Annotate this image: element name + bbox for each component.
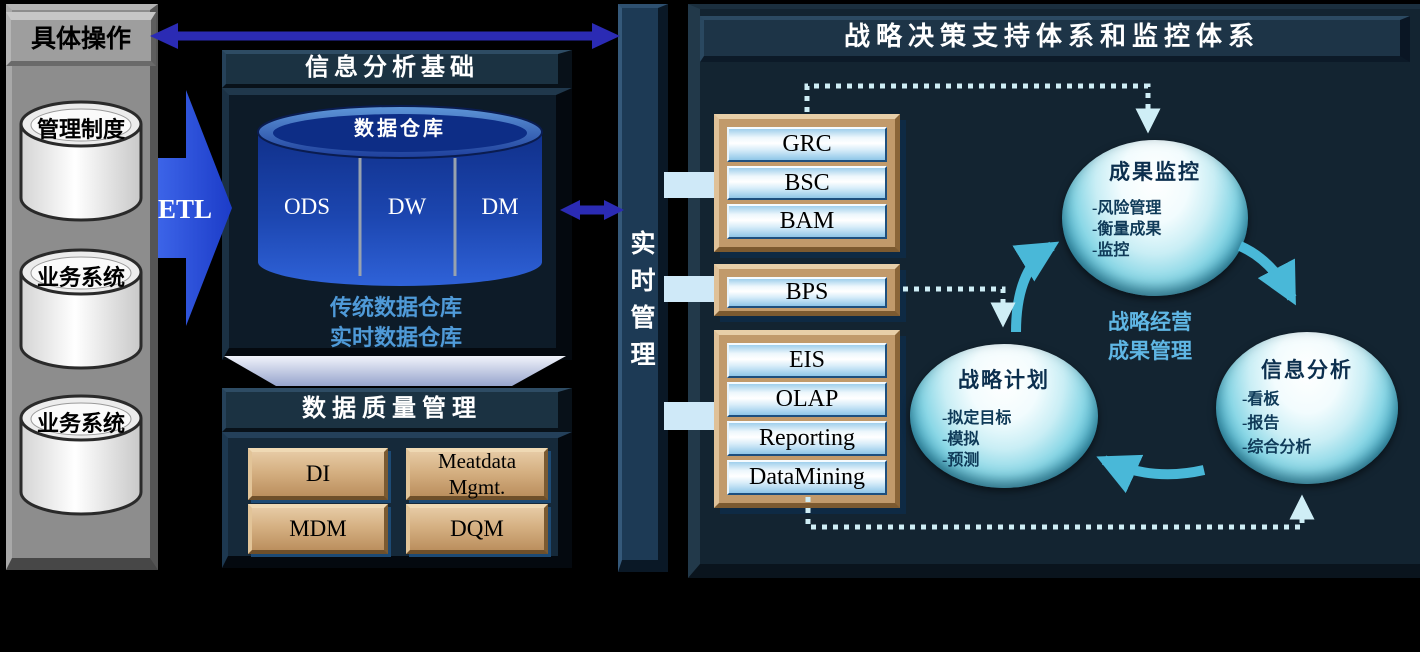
- etl-arrow: [158, 90, 232, 326]
- module-olap: OLAP: [727, 382, 887, 417]
- note-traditional-warehouse: 传统数据仓库: [329, 295, 462, 320]
- module-bps: BPS: [727, 277, 887, 308]
- bullet: -风险管理: [1092, 200, 1162, 217]
- bullet: -综合分析: [1242, 439, 1312, 456]
- center-text-line-2: 成果管理: [1108, 339, 1192, 363]
- module-datamining: DataMining: [727, 460, 887, 495]
- cylinder-label-business-1: 业务系统: [36, 265, 125, 290]
- info-analysis-title: 信息分析基础: [222, 50, 572, 88]
- connector-tab-2: [664, 276, 718, 302]
- sphere-strategic-planning: 战略计划 -拟定目标 -模拟 -预测: [910, 344, 1098, 488]
- dotted-path-bps-to-plan: [903, 286, 1016, 328]
- connector-tab-1: [664, 172, 718, 198]
- layer-dw: DW: [387, 194, 427, 219]
- bullet: -预测: [942, 452, 980, 469]
- bullet: -报告: [1242, 415, 1280, 432]
- box-metadata-mgmt: Meatdata Mgmt.: [406, 448, 548, 500]
- mid-double-arrow-icon: [560, 200, 624, 220]
- sphere-strategic-planning-bullets: -拟定目标 -模拟 -预测: [942, 408, 1098, 471]
- cylinder-label-business-2: 业务系统: [36, 411, 125, 436]
- sphere-info-analysis-bullets: -看板 -报告 -综合分析: [1242, 388, 1398, 460]
- operations-panel-title: 具体操作: [6, 12, 156, 66]
- module-reporting: Reporting: [727, 421, 887, 456]
- layer-ods: ODS: [283, 194, 330, 219]
- bullet: -拟定目标: [942, 410, 1012, 427]
- panel-glow: [224, 356, 566, 386]
- top-double-arrow-icon: [150, 23, 620, 49]
- warehouse-label: 数据仓库: [354, 118, 446, 140]
- strategy-panel-title: 战略决策支持体系和监控体系: [700, 16, 1410, 62]
- module-grc: GRC: [727, 127, 887, 162]
- cylinder-management-icon: [19, 100, 143, 222]
- layer-dm: DM: [481, 194, 519, 219]
- realtime-management-label: 实时管理: [627, 230, 654, 378]
- module-bsc: BSC: [727, 165, 887, 201]
- module-group-planning: BPS: [714, 264, 900, 316]
- sphere-info-analysis: 信息分析 -看板 -报告 -综合分析: [1216, 332, 1398, 484]
- etl-label: ETL: [157, 194, 213, 224]
- dotted-path-grc-to-monitor: [804, 83, 1161, 134]
- center-text-line-1: 战略经营: [1108, 310, 1192, 334]
- dotted-path-datamining-to-analysis: [805, 494, 1315, 530]
- box-di: DI: [248, 448, 388, 500]
- bullet: -监控: [1092, 242, 1130, 259]
- warehouse-cylinder: [257, 105, 543, 286]
- box-mdm: MDM: [248, 504, 388, 554]
- sphere-info-analysis-title: 信息分析: [1261, 358, 1353, 382]
- cycle-center-text: 战略经营 成果管理: [1090, 308, 1210, 366]
- data-quality-title: 数据质量管理: [222, 388, 572, 432]
- connector-tab-3: [664, 402, 718, 430]
- bullet: -衡量成果: [1092, 221, 1162, 238]
- cycle-arrow-monitor-to-analysis: [1237, 241, 1297, 306]
- sphere-result-monitoring-title: 成果监控: [1109, 160, 1201, 184]
- box-dqm: DQM: [406, 504, 548, 554]
- cylinder-business-2-icon: [19, 394, 143, 516]
- cylinder-business-1-icon: [19, 248, 143, 370]
- note-realtime-warehouse: 实时数据仓库: [329, 325, 462, 350]
- module-group-analysis: EIS OLAP Reporting DataMining: [714, 330, 900, 508]
- module-bam: BAM: [727, 204, 887, 240]
- realtime-management-bar: 实时管理: [618, 4, 668, 572]
- cycle-arrow-analysis-to-plan: [1096, 454, 1206, 494]
- cycle-arrow-plan-to-monitor: [1011, 241, 1060, 333]
- cylinder-label-management: 管理制度: [36, 117, 125, 142]
- module-group-monitoring: GRC BSC BAM: [714, 114, 900, 252]
- sphere-result-monitoring: 成果监控 -风险管理 -衡量成果 -监控: [1062, 140, 1248, 296]
- module-eis: EIS: [727, 343, 887, 378]
- sphere-strategic-planning-title: 战略计划: [958, 368, 1050, 392]
- bullet: -看板: [1242, 391, 1280, 408]
- bullet: -模拟: [942, 431, 980, 448]
- sphere-result-monitoring-bullets: -风险管理 -衡量成果 -监控: [1092, 198, 1248, 261]
